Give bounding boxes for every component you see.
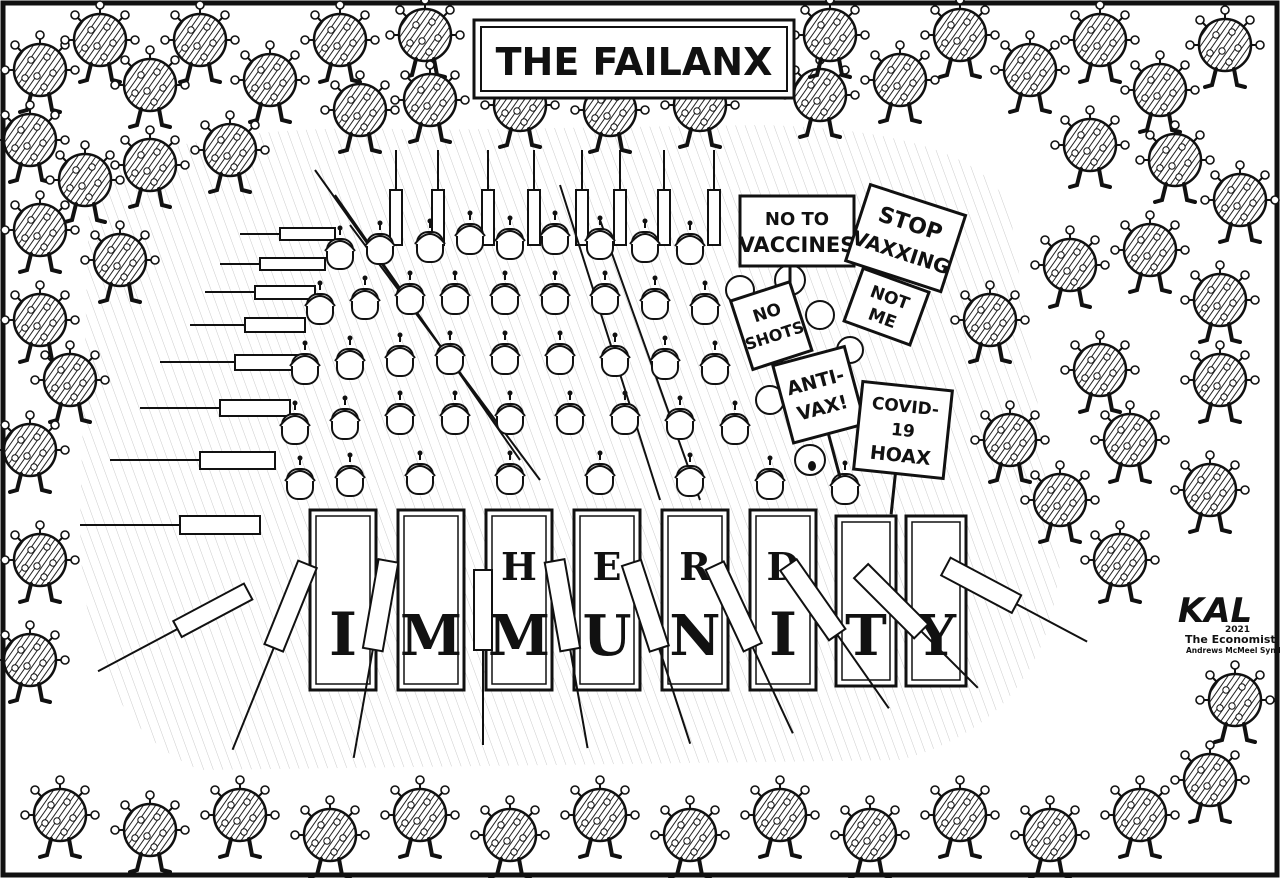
signature-year: 2021 bbox=[1225, 625, 1250, 635]
sign-no-shots: NO SHOTS bbox=[728, 279, 814, 416]
shield: Y bbox=[904, 514, 968, 688]
shield-letter-bottom: U bbox=[583, 603, 632, 669]
artist-signature: KAL 2021 The Economist Andrews McMeel Sy… bbox=[1178, 591, 1280, 655]
sign-text: NO TO bbox=[765, 209, 829, 230]
signature-syndicate: Andrews McMeel Synd bbox=[1186, 646, 1280, 655]
shield-letter-bottom: M bbox=[400, 603, 462, 669]
shield-letter-top: E bbox=[593, 544, 622, 589]
title-plaque: THE FAILANX bbox=[472, 18, 796, 100]
shield: I bbox=[308, 508, 378, 692]
sign-anti-vax: ANTI- VAX! bbox=[771, 344, 867, 478]
shield-letter-top: H bbox=[501, 544, 537, 589]
front-syringes bbox=[231, 556, 1088, 759]
shield: M bbox=[396, 508, 466, 692]
herd-immunity-shields: I M H M E U R N D I bbox=[308, 508, 968, 692]
signature-artist: KAL bbox=[1178, 591, 1252, 631]
sign-text: VACCINES bbox=[739, 233, 856, 257]
shield: E U bbox=[572, 508, 642, 692]
shield-letter-bottom: T bbox=[845, 603, 887, 669]
shield: T bbox=[834, 514, 898, 688]
sign-text: 19 bbox=[890, 420, 916, 442]
virus-horde-bottom bbox=[19, 774, 1181, 878]
protest-signs: NO TO VACCINES STOP VAXXING NOT ME NO SH… bbox=[728, 182, 968, 515]
shield-letter-bottom: I bbox=[329, 600, 357, 670]
signature-publication: The Economist bbox=[1185, 633, 1276, 646]
shield-letter-bottom: M bbox=[488, 603, 550, 669]
sign-not-me: NOT ME bbox=[842, 266, 931, 347]
sign-covid-19-hoax: COVID- 19 HOAX bbox=[851, 379, 955, 515]
shield-letter-top: R bbox=[679, 544, 711, 589]
shield-letter-bottom: I bbox=[769, 600, 797, 670]
sign-no-to-vaccines: NO TO VACCINES bbox=[738, 194, 856, 330]
shield-letter-bottom: N bbox=[669, 603, 720, 669]
shield: R N bbox=[660, 508, 730, 692]
shield: H M bbox=[484, 508, 554, 692]
sign-stop-vaxxing: STOP VAXXING bbox=[843, 182, 968, 325]
shield-letter-bottom: Y bbox=[915, 603, 957, 669]
cartoon-title: THE FAILANX bbox=[496, 40, 773, 84]
